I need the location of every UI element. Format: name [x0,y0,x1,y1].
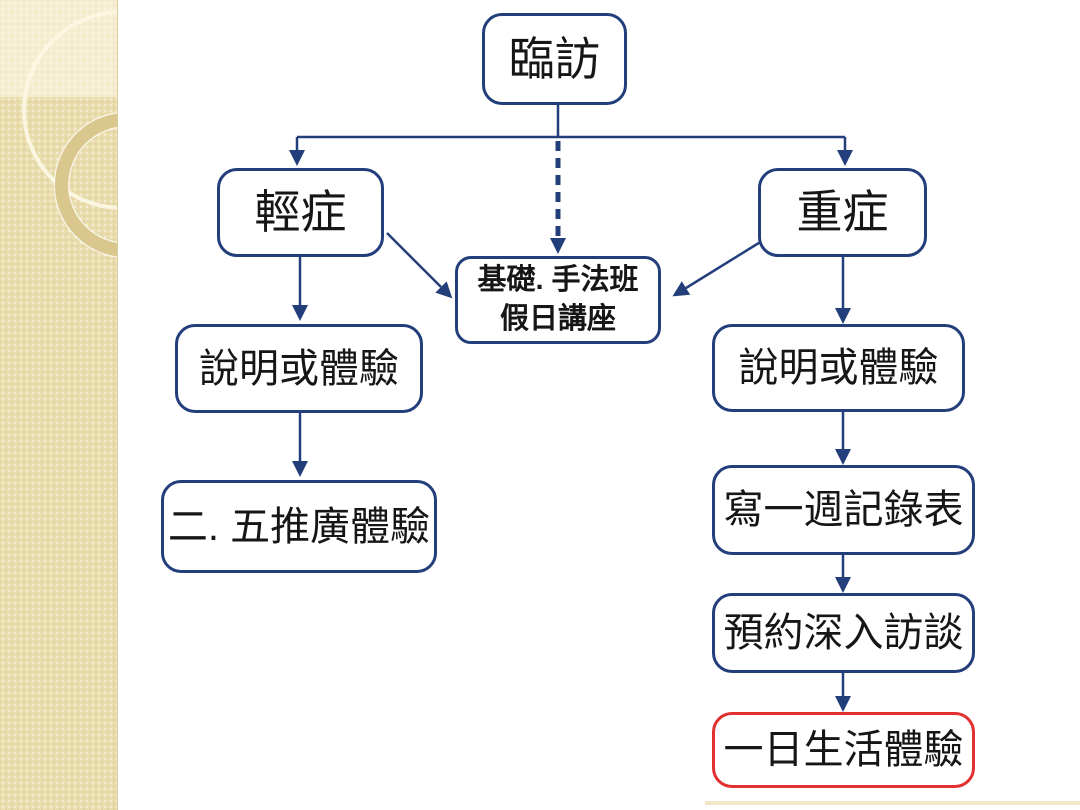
node-severe-case: 重症 [758,168,927,257]
node-basic-class: 基礎. 手法班 假日講座 [455,256,661,344]
node-basic-class-label: 基礎. 手法班 假日講座 [477,261,638,339]
node-severe-intro-experience: 說明或體驗 [712,324,965,412]
node-promo-experience: 二. 五推廣體驗 [161,480,437,573]
node-interview-label: 預約深入訪談 [723,611,964,655]
node-interview-appointment: 預約深入訪談 [712,593,975,673]
node-basic-class-line1: 基礎. 手法班 [477,263,639,296]
node-severe-intro-label: 說明或體驗 [738,346,939,390]
connector-elbow-top [297,105,845,139]
node-promo-experience-label: 二. 五推廣體驗 [167,504,431,549]
node-mild-intro-label: 說明或體驗 [199,346,399,391]
node-one-day-experience-label: 一日生活體驗 [723,728,964,772]
node-mild-intro-experience: 說明或體驗 [175,324,423,413]
sidebar-decoration [0,0,118,810]
node-severe-case-label: 重症 [796,186,889,239]
arrow-mild-to-class [386,232,453,299]
node-visit-label: 臨訪 [508,32,601,85]
node-one-day-experience: 一日生活體驗 [712,712,975,788]
node-basic-class-line2: 假日講座 [499,303,616,335]
node-weekly-log-label: 寫一週記錄表 [723,488,964,532]
node-weekly-log: 寫一週記錄表 [712,465,975,555]
node-mild-case: 輕症 [217,168,384,257]
arrow-severe-to-class [672,239,763,297]
bottom-edge-strip [705,801,1080,805]
node-mild-case-label: 輕症 [254,186,347,239]
node-visit: 臨訪 [482,13,627,105]
